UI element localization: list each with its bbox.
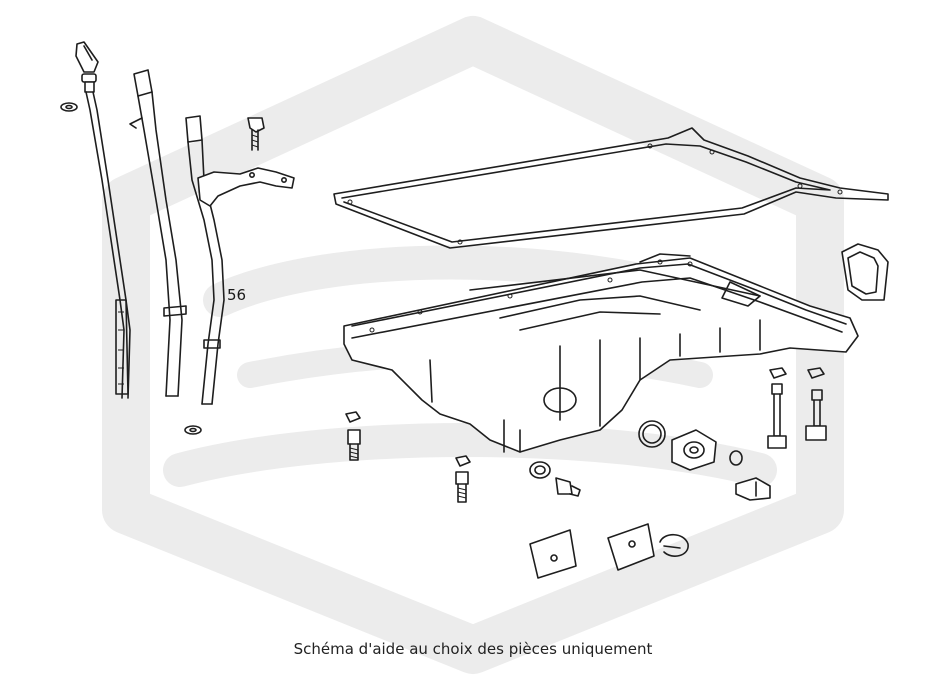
guide-tube-seal-ring[interactable] (184, 425, 202, 435)
stud-bolt-2[interactable] (805, 367, 827, 441)
bracket-bolt[interactable] (247, 117, 265, 151)
drain-plug-washer[interactable] (529, 461, 551, 479)
mounting-bracket-2[interactable] (607, 523, 655, 571)
sensor-washer[interactable] (729, 450, 743, 466)
guide-tube-with-bracket[interactable] (185, 115, 295, 405)
oil-pan-bolt-2[interactable] (455, 455, 471, 503)
stud-bolt-1[interactable] (767, 367, 787, 449)
sensor-o-ring[interactable] (638, 420, 666, 448)
dipstick[interactable] (75, 41, 131, 399)
part-number-label: 56 (227, 286, 247, 304)
guide-tube-left[interactable] (129, 69, 187, 397)
drain-plug[interactable] (555, 477, 581, 497)
diagram-caption: Schéma d'aide au choix des pièces unique… (293, 640, 653, 658)
dipstick-seal-ring[interactable] (60, 102, 78, 112)
hose-clamp[interactable] (659, 533, 689, 557)
oil-pan-bolt-1[interactable] (345, 411, 361, 461)
oil-pan-gasket[interactable] (333, 127, 889, 249)
mounting-bracket-1[interactable] (529, 529, 577, 579)
oil-seal-cover[interactable] (841, 243, 889, 301)
oil-pan[interactable] (343, 253, 859, 453)
sensor-connector[interactable] (735, 477, 771, 501)
oil-level-sensor[interactable] (671, 429, 717, 471)
